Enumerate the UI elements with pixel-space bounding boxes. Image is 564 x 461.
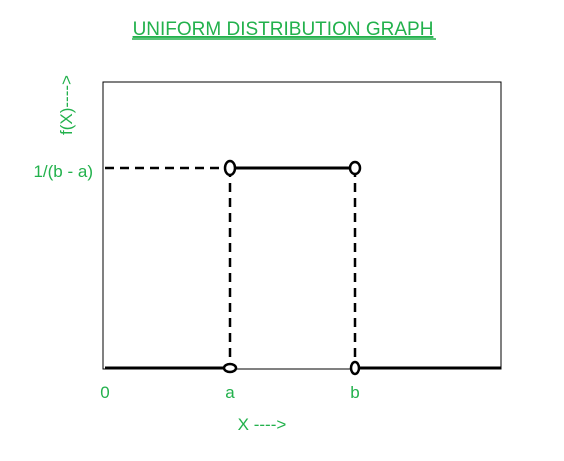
open-point-b-top [348,160,362,176]
chart-title: UNIFORM DISTRIBUTION GRAPH [133,19,434,40]
x-tick-label-a: a [225,383,235,402]
open-point-a-bottom [222,362,238,374]
x-axis-label: X ----> [238,415,287,434]
open-point-b-bottom [349,360,361,376]
x-tick-label-0: 0 [100,383,109,402]
x-tick-label-b: b [350,383,359,402]
plot-frame [102,81,502,370]
y-tick-label: 1/(b - a) [33,162,93,181]
open-point-a-top [223,159,237,177]
y-axis-label: f(X)----> [57,75,76,135]
